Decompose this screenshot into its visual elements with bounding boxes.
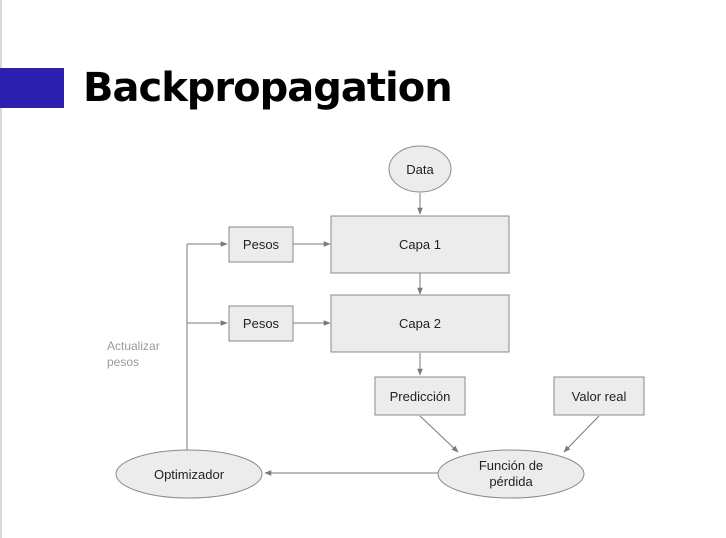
- node-prediccion-label: Predicción: [390, 389, 451, 404]
- node-optimizador-label: Optimizador: [154, 467, 225, 482]
- node-data: Data: [388, 145, 452, 193]
- diagram-edges: [186, 193, 600, 476]
- edge-valorreal-to-funcion: [563, 415, 600, 453]
- node-funcion-label-line2: pérdida: [489, 474, 533, 489]
- actualizar-pesos-label: Actualizar pesos: [107, 339, 160, 369]
- node-capa1: Capa 1: [330, 215, 510, 274]
- slide-title: Backpropagation: [83, 65, 453, 111]
- edge-prediccion-to-funcion: [419, 415, 459, 453]
- node-valor-real-label: Valor real: [572, 389, 627, 404]
- node-prediccion: Predicción: [374, 376, 466, 416]
- actualizar-pesos-line1: Actualizar: [107, 339, 160, 353]
- node-optimizador: Optimizador: [115, 449, 263, 499]
- node-funcion-perdida: Función de pérdida: [437, 449, 585, 499]
- node-pesos1: Pesos: [228, 226, 294, 263]
- title-accent-bar: [0, 68, 64, 108]
- node-pesos2: Pesos: [228, 305, 294, 342]
- slide-left-border: [0, 0, 2, 538]
- node-funcion-label-line1: Función de: [479, 458, 543, 473]
- actualizar-pesos-line2: pesos: [107, 355, 139, 369]
- node-valor-real: Valor real: [553, 376, 645, 416]
- node-pesos2-label: Pesos: [243, 316, 280, 331]
- node-pesos1-label: Pesos: [243, 237, 280, 252]
- node-capa2: Capa 2: [330, 294, 510, 353]
- node-capa1-label: Capa 1: [399, 237, 441, 252]
- node-capa2-label: Capa 2: [399, 316, 441, 331]
- node-data-label: Data: [406, 162, 434, 177]
